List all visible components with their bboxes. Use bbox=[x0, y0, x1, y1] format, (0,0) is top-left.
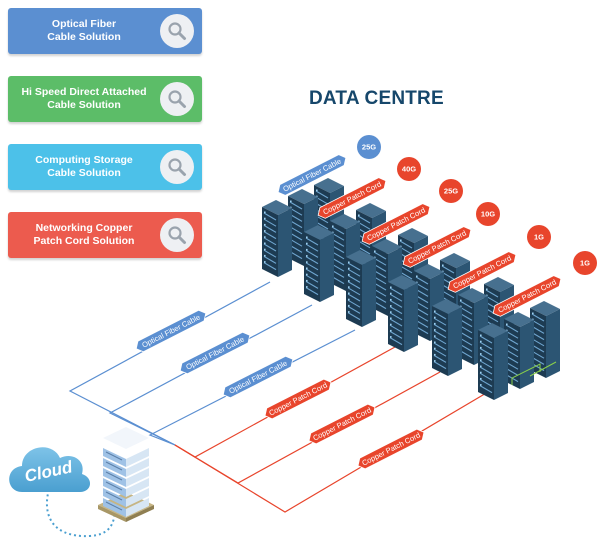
rack-top bbox=[504, 312, 534, 327]
line-tag-label: Copper Patch Cord bbox=[308, 403, 376, 445]
svg-text:Copper Patch Cord: Copper Patch Cord bbox=[267, 381, 328, 418]
fiber-line-1 bbox=[68, 281, 271, 446]
search-icon[interactable] bbox=[160, 82, 194, 116]
rack-top bbox=[478, 323, 508, 338]
page-title: DATA CENTRE bbox=[309, 88, 444, 109]
svg-text:40G: 40G bbox=[402, 165, 416, 174]
rack-top bbox=[314, 178, 344, 193]
button-label: Computing Storage Cable Solution bbox=[35, 154, 133, 179]
rack-side bbox=[404, 283, 418, 352]
line-tag-label: Copper Patch Cord bbox=[264, 378, 332, 420]
server-stack-icon bbox=[98, 427, 154, 522]
line-tag-label: Optical Fiber Cable bbox=[135, 309, 207, 353]
svg-text:Copper Patch Cord: Copper Patch Cord bbox=[311, 406, 372, 443]
speed-badge: 1G bbox=[573, 251, 597, 275]
svg-text:10G: 10G bbox=[481, 210, 495, 219]
rack-side bbox=[546, 309, 560, 378]
rack-side bbox=[448, 307, 462, 376]
search-icon[interactable] bbox=[160, 218, 194, 252]
button-label: Networking Copper Patch Cord Solution bbox=[33, 222, 135, 247]
green-links bbox=[511, 361, 557, 385]
server-top bbox=[103, 427, 149, 449]
server-layer bbox=[103, 448, 126, 467]
button-label: Optical Fiber Cable Solution bbox=[47, 18, 121, 43]
server-layer bbox=[126, 468, 149, 487]
rack-top bbox=[398, 228, 428, 243]
server-rack-group bbox=[478, 301, 560, 400]
rack-side bbox=[494, 331, 508, 400]
rack-top bbox=[372, 239, 402, 254]
rack-top bbox=[288, 189, 318, 204]
computing-storage-solution-button[interactable]: Computing Storage Cable Solution bbox=[8, 144, 202, 190]
server-layer bbox=[126, 458, 149, 477]
speed-badge: 25G bbox=[357, 135, 381, 159]
rack-side bbox=[362, 258, 376, 327]
search-icon[interactable] bbox=[160, 150, 194, 184]
server-layer bbox=[126, 448, 149, 467]
svg-text:25G: 25G bbox=[444, 187, 458, 196]
speed-badge: 40G bbox=[397, 157, 421, 181]
svg-text:25G: 25G bbox=[362, 143, 376, 152]
svg-text:1G: 1G bbox=[580, 259, 590, 268]
rack-top bbox=[414, 264, 444, 279]
svg-text:Copper Patch Cord: Copper Patch Cord bbox=[360, 431, 421, 468]
cloud-link bbox=[45, 479, 119, 538]
rack-top bbox=[484, 277, 514, 292]
server-layer bbox=[103, 498, 126, 517]
cloud-icon: Cloud bbox=[9, 447, 91, 492]
rack-side bbox=[278, 208, 292, 277]
line-tag-label: Copper Patch Cord bbox=[357, 428, 425, 470]
rack-top bbox=[346, 250, 376, 265]
svg-text:Optical Fiber Cable: Optical Fiber Cable bbox=[184, 335, 245, 372]
rack-top bbox=[388, 275, 418, 290]
rack-top bbox=[440, 253, 470, 268]
rack-top bbox=[530, 301, 560, 316]
rack-side bbox=[520, 320, 534, 389]
direct-attached-solution-button[interactable]: Hi Speed Direct Attached Cable Solution bbox=[8, 76, 202, 122]
server-layer bbox=[103, 488, 126, 507]
copper-line-3 bbox=[174, 391, 489, 513]
rack-top bbox=[356, 203, 386, 218]
line-tag-label: Optical Fiber Cable bbox=[179, 331, 251, 375]
svg-text:Optical Fiber Cable: Optical Fiber Cable bbox=[140, 313, 201, 350]
rack-top bbox=[330, 214, 360, 229]
fiber-line-2 bbox=[108, 304, 313, 446]
speed-badge: 25G bbox=[439, 179, 463, 203]
server-layer bbox=[126, 498, 149, 517]
speed-badge: 1G bbox=[527, 225, 551, 249]
svg-text:Optical Fiber Cable: Optical Fiber Cable bbox=[227, 359, 288, 396]
server-layer bbox=[126, 478, 149, 497]
server-layer bbox=[103, 478, 126, 497]
speed-badge: 10G bbox=[476, 202, 500, 226]
server-layer bbox=[103, 468, 126, 487]
server-layer bbox=[126, 488, 149, 507]
svg-text:1G: 1G bbox=[534, 233, 544, 242]
rack-top bbox=[432, 299, 462, 314]
rack-top bbox=[458, 288, 488, 303]
rack-top bbox=[304, 225, 334, 240]
server-layer bbox=[103, 458, 126, 477]
button-label: Hi Speed Direct Attached Cable Solution bbox=[21, 86, 147, 111]
search-icon[interactable] bbox=[160, 14, 194, 48]
optical-fiber-solution-button[interactable]: Optical Fiber Cable Solution bbox=[8, 8, 202, 54]
rack-side bbox=[320, 233, 334, 302]
networking-copper-solution-button[interactable]: Networking Copper Patch Cord Solution bbox=[8, 212, 202, 258]
line-tag-label: Optical Fiber Cable bbox=[222, 355, 294, 399]
rack-top bbox=[262, 200, 292, 215]
